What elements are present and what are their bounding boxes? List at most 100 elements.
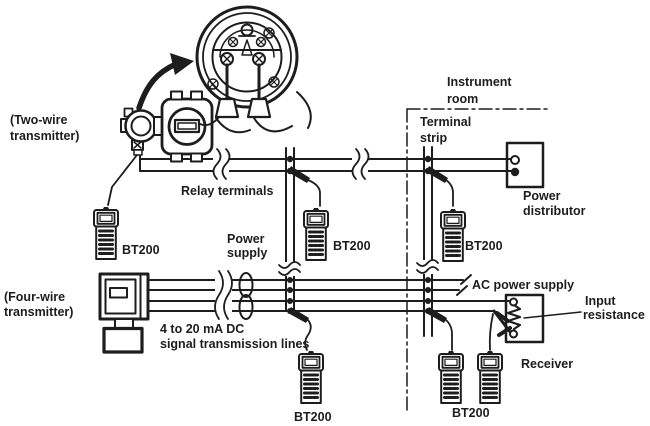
lead-wire xyxy=(304,318,312,351)
label-bt200-2: BT200 xyxy=(333,239,371,253)
plate-arc xyxy=(219,29,275,58)
case-screw xyxy=(268,76,280,88)
converter-box-inner xyxy=(104,278,137,315)
label-receiver: Receiver xyxy=(521,357,573,371)
bt200-device-6 xyxy=(476,349,504,405)
bt200-lead-6 xyxy=(488,313,494,351)
power-distributor-outline xyxy=(505,141,545,189)
resistor-zigzag xyxy=(506,303,522,334)
center-pointer xyxy=(241,39,253,56)
probe-cable xyxy=(199,116,220,126)
label-instrument-room-2: room xyxy=(447,92,478,106)
label-two-wire-transmitter-1: (Two-wire xyxy=(10,113,67,127)
label-terminal-strip-1: Terminal xyxy=(420,115,471,129)
housing-lug xyxy=(190,90,203,101)
bolt-tab xyxy=(133,149,143,156)
probe-clip-right xyxy=(246,97,272,119)
bt200-lead-5 xyxy=(426,307,453,351)
power-distributor-box xyxy=(505,141,545,189)
label-instrument-room-1: Instrument xyxy=(447,75,512,89)
probe-clip-mark-top xyxy=(495,311,510,323)
terminal-slot-bar xyxy=(177,122,197,130)
bezel-inner-ring xyxy=(202,12,292,102)
label-input-resistance-1: Input xyxy=(585,294,616,308)
receiver-input-resistor xyxy=(495,297,522,339)
label-four-wire-transmitter-2: transmitter) xyxy=(4,305,73,319)
label-bt200-1: BT200 xyxy=(122,243,160,257)
label-bt200-4: BT200 xyxy=(294,410,332,424)
label-relay-terminals: Relay terminals xyxy=(181,184,273,198)
bt200-lead-2 xyxy=(288,166,321,207)
bt200-device-5 xyxy=(437,349,465,405)
lead-wire xyxy=(107,154,138,206)
terminal-screw-right xyxy=(252,52,266,66)
break-symbol-pair-left xyxy=(212,148,231,180)
zoom-arrow xyxy=(136,53,194,111)
bt200-lead-1 xyxy=(107,139,144,206)
arrow-head xyxy=(170,53,194,75)
label-two-wire-transmitter-2: transmitter) xyxy=(10,129,79,143)
bezel-outer-ring xyxy=(195,5,299,109)
label-power-distributor-1: Power xyxy=(523,189,561,203)
break-symbol-four-lines xyxy=(214,270,233,320)
probe-clip-left xyxy=(214,97,240,119)
two-wire-transmitter-drawing xyxy=(120,90,214,163)
break-waves xyxy=(351,148,370,180)
bt200-lead-3 xyxy=(426,166,454,207)
screw-small-right xyxy=(255,36,267,48)
converter-display xyxy=(109,287,128,299)
power-distributor-terminals xyxy=(510,155,520,177)
input-resistance-pointer xyxy=(523,311,582,319)
break-symbol-pair-right xyxy=(351,148,370,180)
break-waves xyxy=(278,261,301,276)
terminal-detail-view xyxy=(195,5,312,134)
break-symbol-strip-vertical xyxy=(416,259,439,274)
flow-tube-body xyxy=(102,326,144,354)
probe-clip xyxy=(288,307,309,323)
bt200-device-2 xyxy=(302,206,330,262)
label-power-supply-2: supply xyxy=(227,246,267,260)
probe-clip xyxy=(288,166,310,183)
case-screw xyxy=(263,27,275,39)
lead-wire xyxy=(444,318,453,351)
break-symbol-power-vertical xyxy=(278,261,301,276)
terminal-strip-lines xyxy=(423,146,433,337)
cable-loop-lower xyxy=(238,294,254,320)
bt200-device-4 xyxy=(297,349,325,405)
label-signal-lines-2: signal transmission lines xyxy=(160,337,309,351)
label-power-supply-1: Power xyxy=(227,232,265,246)
bolt-cross xyxy=(133,141,142,149)
label-terminal-strip-2: strip xyxy=(420,131,447,145)
arrow-shaft xyxy=(136,61,179,111)
probe-clip xyxy=(426,166,448,183)
label-bt200-5: BT200 xyxy=(452,406,490,420)
ac-end-tick-1 xyxy=(460,274,472,285)
probe-stems xyxy=(225,63,261,101)
hand-outline xyxy=(215,91,312,134)
housing-lug xyxy=(170,90,183,101)
terminal-open xyxy=(510,155,520,165)
ac-end-tick-2 xyxy=(456,285,468,296)
neck-flange-outer xyxy=(124,109,158,143)
probe-clip xyxy=(426,307,447,323)
lead-wire xyxy=(445,179,454,207)
neck-flange-inner xyxy=(130,115,152,137)
break-waves xyxy=(214,270,233,320)
terminal-screw-left xyxy=(220,52,234,66)
label-power-distributor-2: distributor xyxy=(523,204,586,218)
label-input-resistance-2: resistance xyxy=(583,308,645,322)
bt200-device-3 xyxy=(439,207,467,263)
terminal-plate-ring xyxy=(211,21,283,93)
break-waves xyxy=(212,148,231,180)
terminal-window xyxy=(167,107,207,146)
housing-lug xyxy=(190,152,203,163)
cable-loop-upper xyxy=(238,272,254,298)
screw-small-left xyxy=(227,36,239,48)
case-screw xyxy=(207,78,219,90)
four-wire-transmitter-drawing xyxy=(98,272,150,354)
bt200-device-1 xyxy=(92,205,120,261)
break-waves xyxy=(416,259,439,274)
label-four-wire-transmitter-1: (Four-wire xyxy=(4,290,65,304)
label-bt200-3: BT200 xyxy=(465,239,503,253)
